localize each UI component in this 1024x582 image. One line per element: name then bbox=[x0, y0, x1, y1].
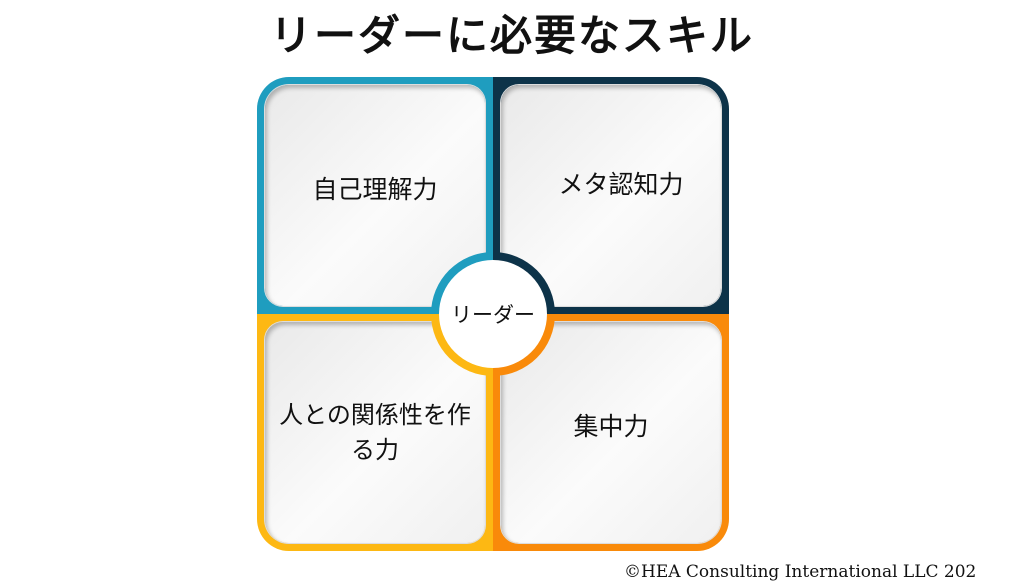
quadrant-text: 人との関係性を作る力 bbox=[279, 400, 471, 464]
quadrant-self-understanding: 自己理解力 bbox=[257, 77, 493, 314]
copyright-text: ©HEA Consulting International LLC 202 bbox=[624, 562, 977, 582]
quadrant-label: 集中力 bbox=[501, 322, 721, 543]
quadrant-label: 人との関係性を作る力 bbox=[265, 322, 485, 543]
page-title: リーダーに必要なスキル bbox=[269, 11, 754, 60]
center-label: リーダー bbox=[439, 260, 547, 368]
center-circle: リーダー bbox=[431, 252, 555, 376]
quadrant-label: メタ認知力 bbox=[501, 85, 721, 306]
